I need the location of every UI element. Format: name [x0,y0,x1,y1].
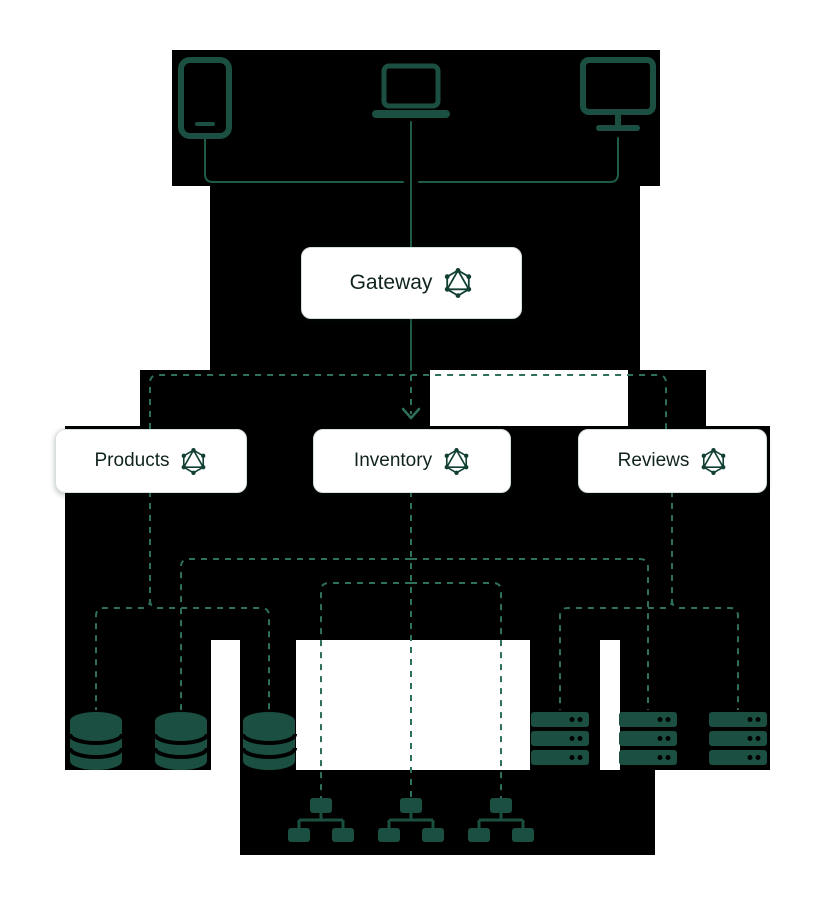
connector-products-db-right [149,599,270,710]
server-icon [619,712,677,765]
network-icon [468,798,534,842]
connector-tablet-gateway [204,137,404,183]
service-node-products: Products [55,429,247,493]
database-icon [68,712,124,770]
server-icon [531,712,589,765]
connector-products-db-left [95,491,151,710]
connector-inventory-net-left [320,582,411,798]
dark-region-servers-1 [530,640,600,770]
network-icon [288,798,354,842]
graphql-icon [702,447,726,475]
service-node-inventory: Inventory [313,429,511,493]
connector-inventory-net-right [411,582,502,798]
gateway-node: Gateway [301,247,522,319]
service-resource-connectors [95,491,739,798]
graphql-icon [445,268,472,298]
service-label: Products [94,450,170,471]
tablet-icon [178,57,232,139]
client-connectors [204,121,619,371]
service-node-reviews: Reviews [578,429,767,493]
graphql-icon [444,447,469,475]
service-label: Inventory [353,450,433,471]
service-label: Reviews [617,450,690,471]
connector-branch-rail [149,374,667,429]
database-icon [153,712,209,770]
network-icon [378,798,444,842]
server-icon [709,712,767,765]
dark-region-servers-2 [620,640,770,770]
connector-inventory-server [411,558,649,710]
laptop-icon [372,63,450,118]
connector-reviews-server-right [671,599,739,710]
connector-desktop-gateway [418,137,619,183]
dark-region-branch-left [140,370,430,426]
connector-inventory-db [180,558,411,710]
connector-reviews-server-left [559,491,673,710]
gateway-branch-connectors [149,374,667,429]
desktop-icon [580,57,656,131]
gateway-label: Gateway [349,271,433,294]
graphql-icon [182,447,206,475]
arrowhead-inventory [401,407,421,420]
database-icon [241,712,297,770]
